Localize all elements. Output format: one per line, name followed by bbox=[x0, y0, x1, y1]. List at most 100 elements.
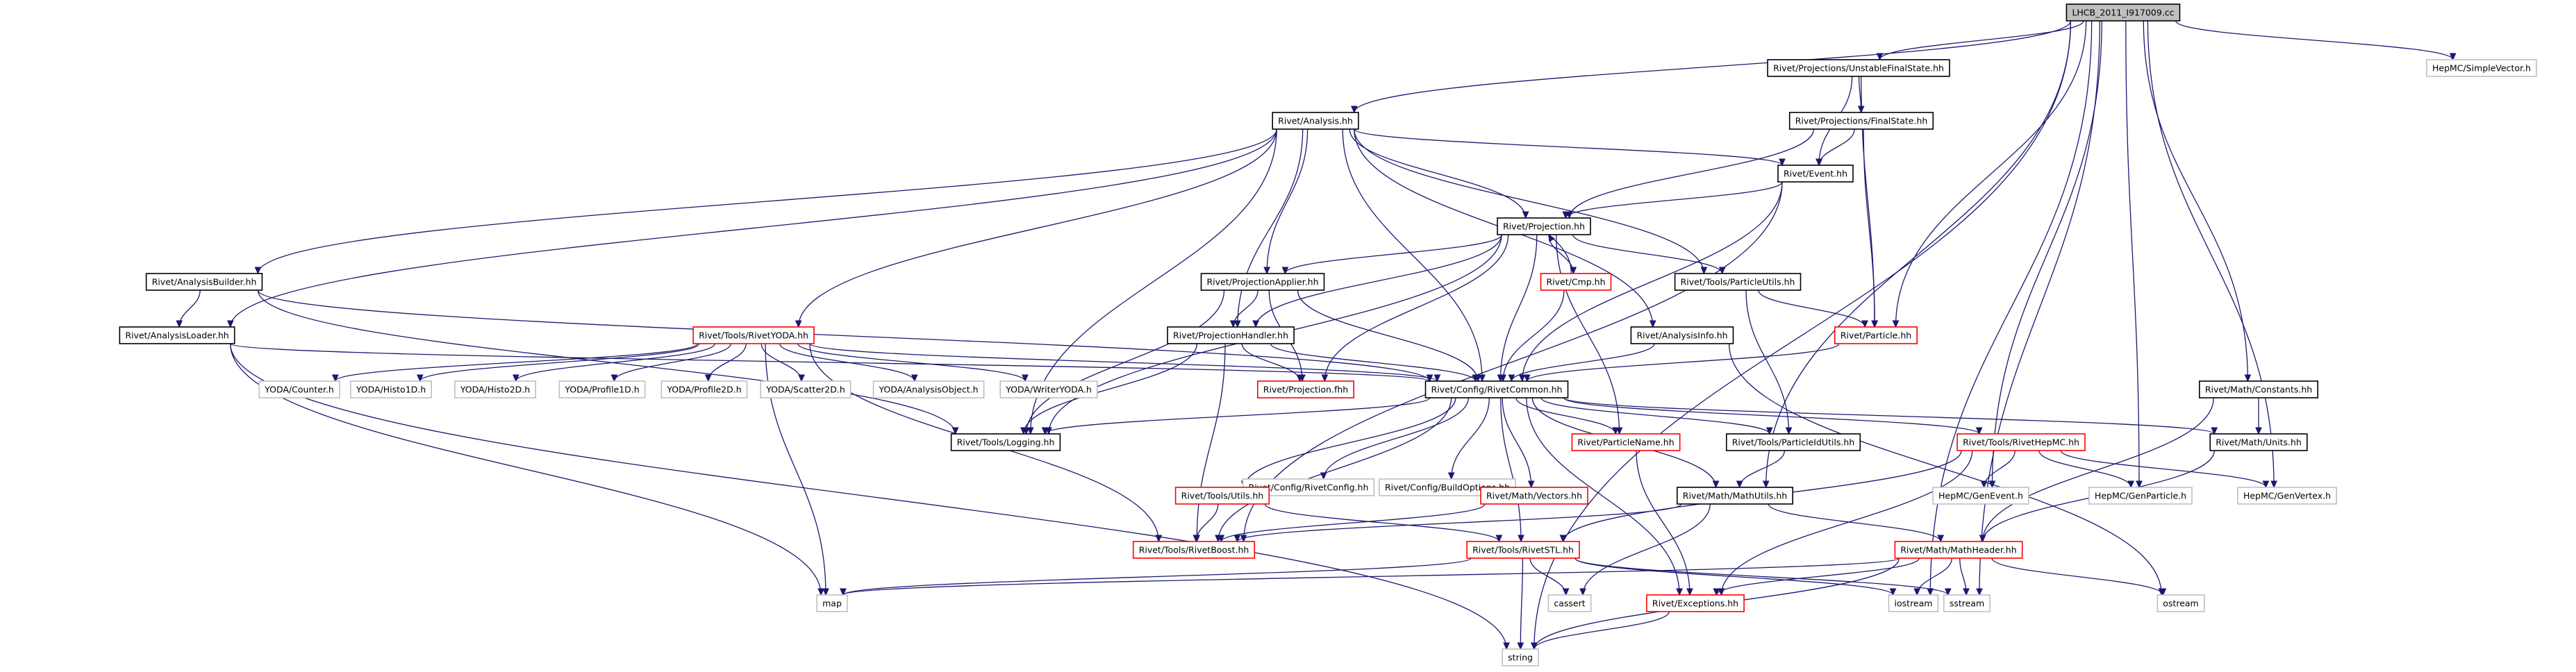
node-box bbox=[454, 380, 536, 398]
node-mathheader[interactable]: Rivet/Math/MathHeader.hh bbox=[1894, 541, 2023, 559]
node-toolsutils[interactable]: Rivet/Tools/Utils.hh bbox=[1174, 487, 1270, 505]
node-mathconstants[interactable]: Rivet/Math/Constants.hh bbox=[2199, 380, 2319, 398]
node-label: cassert bbox=[1554, 598, 1585, 609]
node-event[interactable]: Rivet/Event.hh bbox=[1777, 165, 1854, 183]
edge-analysisbuilder-to-logging bbox=[257, 289, 959, 435]
edge-rivethepmc-to-genvertex bbox=[2060, 450, 2270, 489]
node-yoda-s2[interactable]: YODA/Scatter2D.h bbox=[760, 380, 851, 398]
node-particleidutils[interactable]: Rivet/Tools/ParticleIdUtils.hh bbox=[1726, 433, 1861, 451]
node-particleutils[interactable]: Rivet/Tools/ParticleUtils.hh bbox=[1674, 273, 1802, 291]
edge-arrowhead bbox=[1233, 320, 1241, 328]
node-box bbox=[1466, 541, 1580, 559]
edge-line bbox=[419, 343, 700, 382]
edge-arrowhead bbox=[704, 374, 712, 383]
edge-arrowhead bbox=[1718, 267, 1726, 275]
edge-line bbox=[1563, 397, 1980, 435]
edge-analysis-to-rivetcommon bbox=[1342, 128, 1486, 383]
node-rivetcommon[interactable]: Rivet/Config/RivetCommon.hh bbox=[1424, 380, 1569, 398]
node-cmp[interactable]: Rivet/Cmp.hh bbox=[1540, 273, 1612, 291]
edge-arrowhead bbox=[1281, 267, 1289, 275]
node-iostream[interactable]: iostream bbox=[1888, 594, 1939, 612]
edge-line bbox=[1574, 557, 1894, 596]
edge-arrowhead bbox=[1503, 642, 1510, 650]
node-string[interactable]: string bbox=[1502, 648, 1539, 666]
node-mathutils[interactable]: Rivet/Math/MathUtils.hh bbox=[1677, 487, 1794, 505]
node-mathvectors[interactable]: Rivet/Math/Vectors.hh bbox=[1480, 487, 1588, 505]
edge-analysisinfo-to-rivetcommon bbox=[1508, 343, 1655, 383]
edge-analysisbuilder-to-analysisloader bbox=[176, 289, 201, 328]
node-projection[interactable]: Rivet/Projection.hh bbox=[1497, 217, 1591, 235]
node-yoda-ao[interactable]: YODA/AnalysisObject.h bbox=[872, 380, 985, 398]
edge-arrowhead bbox=[1937, 535, 1945, 543]
edge-arrowhead bbox=[254, 267, 262, 275]
edge-mathheader-to-map bbox=[840, 557, 1900, 596]
edge-line bbox=[1237, 128, 1304, 328]
node-box bbox=[2157, 594, 2205, 612]
node-box bbox=[1932, 487, 2029, 505]
edge-finalstate-to-projection bbox=[1565, 128, 1815, 219]
edge-line bbox=[1739, 450, 1786, 488]
node-rivetboost[interactable]: Rivet/Tools/RivetBoost.hh bbox=[1132, 541, 1256, 559]
edge-root-to-particle bbox=[1892, 20, 2087, 328]
edge-arrowhead bbox=[1559, 535, 1567, 543]
edge-line bbox=[178, 289, 201, 328]
node-root[interactable]: LHCB_2011_I917009.cc bbox=[2066, 3, 2181, 22]
edge-rivetyoda-to-yoda_counter bbox=[331, 343, 698, 383]
node-yoda-p2[interactable]: YODA/Profile2D.h bbox=[660, 380, 748, 398]
edge-line bbox=[1527, 343, 1840, 382]
edge-arrowhead bbox=[1579, 588, 1586, 596]
node-analysisloader[interactable]: Rivet/AnalysisLoader.hh bbox=[119, 326, 235, 344]
node-analysis[interactable]: Rivet/Analysis.hh bbox=[1272, 112, 1359, 130]
edge-rivetyoda-to-rivetcommon bbox=[809, 343, 1441, 383]
edge-particle-to-rivetcommon bbox=[1523, 343, 1840, 383]
node-label: Rivet/ProjectionHandler.hh bbox=[1173, 330, 1288, 341]
node-box bbox=[1674, 273, 1802, 291]
node-box bbox=[1497, 217, 1591, 235]
node-box bbox=[258, 380, 340, 398]
node-label: Rivet/AnalysisBuilder.hh bbox=[152, 277, 257, 287]
node-yoda-h1[interactable]: YODA/Histo1D.h bbox=[349, 380, 432, 398]
edge-line bbox=[1323, 397, 1469, 480]
node-sstream[interactable]: sstream bbox=[1943, 594, 1991, 612]
node-ostream[interactable]: ostream bbox=[2157, 594, 2205, 612]
edge-root-to-genevent bbox=[1988, 20, 2102, 489]
node-projhandler[interactable]: Rivet/ProjectionHandler.hh bbox=[1167, 326, 1295, 344]
node-exceptions[interactable]: Rivet/Exceptions.hh bbox=[1646, 594, 1745, 612]
edge-arrowhead bbox=[1522, 211, 1529, 219]
node-mathunits[interactable]: Rivet/Math/Units.hh bbox=[2209, 433, 2308, 451]
node-projapplier[interactable]: Rivet/ProjectionApplier.hh bbox=[1200, 273, 1325, 291]
edge-arrowhead bbox=[226, 320, 234, 328]
node-genparticle[interactable]: HepMC/GenParticle.h bbox=[2088, 487, 2193, 505]
node-yoda-counter[interactable]: YODA/Counter.h bbox=[258, 380, 340, 398]
node-genevent[interactable]: HepMC/GenEvent.h bbox=[1932, 487, 2029, 505]
node-hepmc-sv[interactable]: HepMC/SimpleVector.h bbox=[2426, 59, 2537, 77]
edge-line bbox=[1511, 343, 1655, 382]
edge-line bbox=[1574, 557, 1949, 596]
node-box bbox=[1174, 487, 1270, 505]
node-map[interactable]: map bbox=[816, 594, 848, 612]
edge-line bbox=[1451, 397, 1490, 480]
edge-rivetyoda-to-yoda_h1 bbox=[416, 343, 700, 383]
node-analysisinfo[interactable]: Rivet/AnalysisInfo.hh bbox=[1630, 326, 1734, 344]
node-finalstate[interactable]: Rivet/Projections/FinalState.hh bbox=[1788, 112, 1934, 130]
node-yoda-p1[interactable]: YODA/Profile1D.h bbox=[558, 380, 646, 398]
node-yoda-h2[interactable]: YODA/Histo2D.h bbox=[454, 380, 536, 398]
node-rivetstl[interactable]: Rivet/Tools/RivetSTL.hh bbox=[1466, 541, 1580, 559]
node-cassert[interactable]: cassert bbox=[1547, 594, 1592, 612]
node-genvertex[interactable]: HepMC/GenVertex.h bbox=[2237, 487, 2337, 505]
node-particlename[interactable]: Rivet/ParticleName.hh bbox=[1571, 433, 1681, 451]
edge-line bbox=[1991, 557, 2164, 596]
node-logging[interactable]: Rivet/Tools/Logging.hh bbox=[950, 433, 1061, 451]
node-particle[interactable]: Rivet/Particle.hh bbox=[1834, 326, 1918, 344]
node-buildoptions[interactable]: Rivet/Config/BuildOptions.hh bbox=[1379, 478, 1516, 496]
node-rivethepmc[interactable]: Rivet/Tools/RivetHepMC.hh bbox=[1956, 433, 2086, 451]
node-label: Rivet/Math/Units.hh bbox=[2216, 437, 2302, 448]
edge-line bbox=[2038, 450, 2132, 488]
edge-mathvectors-to-rivetboost bbox=[1218, 503, 1486, 543]
node-projfhh[interactable]: Rivet/Projection.fhh bbox=[1257, 380, 1355, 398]
node-unstable[interactable]: Rivet/Projections/UnstableFinalState.hh bbox=[1767, 59, 1950, 77]
node-label: Rivet/Tools/RivetBoost.hh bbox=[1139, 545, 1249, 555]
node-yoda-w[interactable]: YODA/WriterYODA.h bbox=[999, 380, 1098, 398]
node-rivetyoda[interactable]: Rivet/Tools/RivetYODA.hh bbox=[692, 326, 815, 344]
node-analysisbuilder[interactable]: Rivet/AnalysisBuilder.hh bbox=[145, 273, 263, 291]
